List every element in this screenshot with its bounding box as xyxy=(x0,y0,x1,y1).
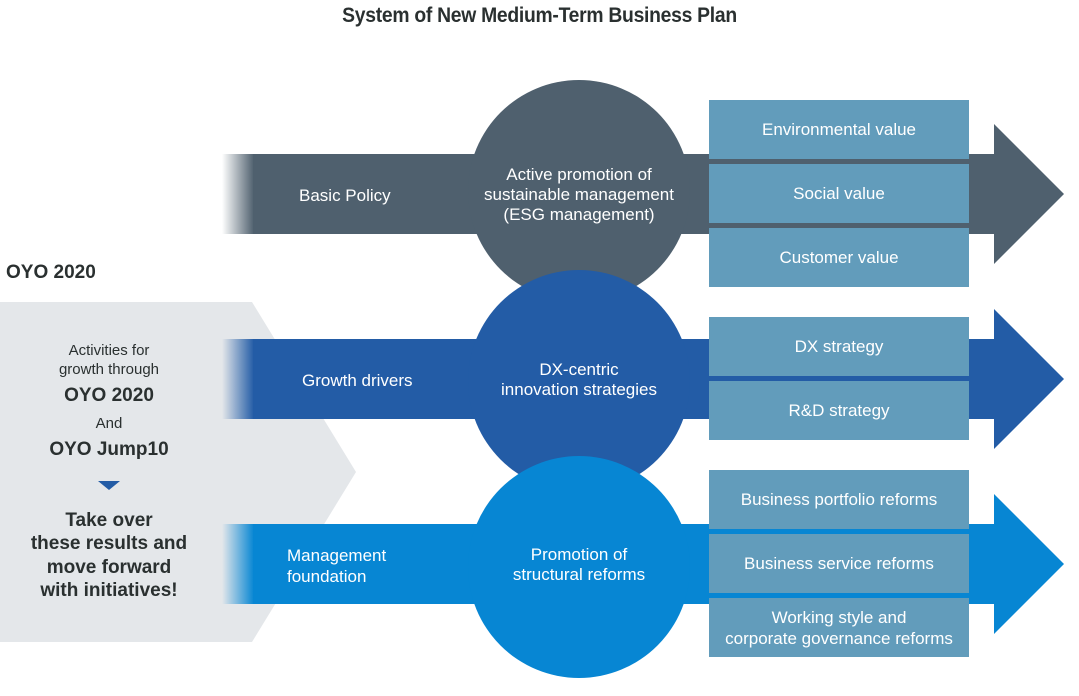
box-business-service-reforms: Business service reforms xyxy=(709,534,969,593)
box-environmental-value: Environmental value xyxy=(709,100,969,159)
box-business-portfolio-reforms-label: Business portfolio reforms xyxy=(740,490,938,509)
oyo2020-heading: OYO 2020 xyxy=(6,262,96,283)
circle-dx-line2: innovation strategies xyxy=(501,380,657,399)
page-title: System of New Medium-Term Business Plan xyxy=(342,4,737,27)
row-label-management-line2: foundation xyxy=(287,567,367,586)
row-label-basic-policy: Basic Policy xyxy=(299,186,391,205)
box-working-style-governance-reforms: Working style and corporate governance r… xyxy=(709,598,969,657)
box-customer-value: Customer value xyxy=(709,228,969,287)
box-business-portfolio-reforms: Business portfolio reforms xyxy=(709,470,969,529)
circle-dx xyxy=(468,270,690,492)
circle-esg xyxy=(468,80,690,302)
box-customer-value-label: Customer value xyxy=(779,248,899,267)
panel-plan2: OYO Jump10 xyxy=(49,439,169,460)
box-dx-strategy-label: DX strategy xyxy=(794,337,884,356)
box-rd-strategy-label: R&D strategy xyxy=(788,401,890,420)
row-label-growth-drivers: Growth drivers xyxy=(302,371,413,390)
box-social-value-label: Social value xyxy=(793,184,885,203)
panel-conclusion-line1: Take over xyxy=(65,510,153,531)
circle-structural-line1: Promotion of xyxy=(530,545,628,564)
box-rd-strategy: R&D strategy xyxy=(709,381,969,440)
circle-structural-line2: structural reforms xyxy=(512,565,646,584)
box-business-service-reforms-label: Business service reforms xyxy=(744,554,934,573)
box-working-style-line2: corporate governance reforms xyxy=(725,628,953,648)
box-social-value: Social value xyxy=(709,164,969,223)
circle-dx-line1: DX-centric xyxy=(539,360,619,379)
panel-conclusion-line3: move forward xyxy=(46,557,172,578)
panel-conclusion-line2: these results and xyxy=(30,533,188,554)
box-dx-strategy: DX strategy xyxy=(709,317,969,376)
box-working-style-line1: Working style and xyxy=(771,607,907,627)
panel-plan1: OYO 2020 xyxy=(64,385,154,406)
panel-connector: And xyxy=(95,415,123,432)
down-arrow-icon xyxy=(98,481,120,490)
box-environmental-value-label: Environmental value xyxy=(761,120,917,139)
circle-esg-line2: sustainable management xyxy=(484,185,674,204)
panel-conclusion-line4: with initiatives! xyxy=(40,580,178,601)
circle-esg-line1: Active promotion of xyxy=(506,165,652,184)
row-label-management-line1: Management xyxy=(287,546,387,565)
panel-text-line2: growth through xyxy=(58,361,160,378)
circle-structural xyxy=(468,456,690,678)
circle-esg-line3: (ESG management) xyxy=(503,205,655,224)
panel-text-line1: Activities for xyxy=(68,342,150,359)
